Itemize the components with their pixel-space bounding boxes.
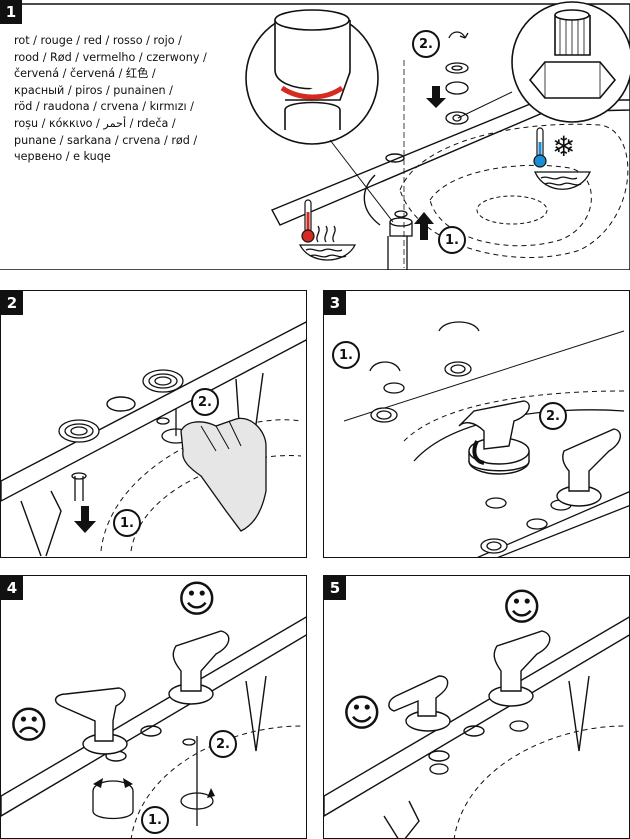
color-line: rood / Rød / vermelho / czerwony / — [14, 50, 207, 64]
color-line: röd / raudona / crvena / kırmızı / — [14, 100, 194, 114]
screw-left — [71, 472, 87, 501]
step-5-illustration — [324, 616, 629, 838]
up-arrow-icon — [414, 212, 434, 240]
color-line: červená / červená / 红色 / — [14, 67, 156, 81]
step-4-callout-1: 1. — [141, 806, 169, 834]
valve-under — [429, 720, 529, 775]
step-2-panel: 2 — [0, 290, 307, 558]
step-3-badge: 3 — [324, 291, 346, 315]
deck-nut-left — [58, 419, 100, 443]
step-5-badge: 5 — [324, 576, 346, 600]
valve-parts — [445, 31, 469, 125]
step-3-callout-1: 1. — [332, 341, 360, 369]
step-4-badge: 4 — [1, 576, 23, 600]
step-4-illustration — [1, 616, 306, 838]
handle-left — [388, 675, 451, 732]
valve-assembly — [387, 60, 413, 270]
happy-face-icon: ☺ — [177, 577, 217, 621]
happy-face-icon: ☺ — [502, 585, 542, 629]
happy-face-icon: ☺ — [342, 691, 382, 735]
down-arrow-icon — [426, 86, 446, 108]
step-1-badge: 1 — [0, 0, 22, 24]
zoom-detail-cold — [457, 1, 630, 123]
thermometer-hot-icon — [301, 199, 315, 243]
step-2-illustration — [1, 321, 306, 557]
deck-nut-right — [142, 369, 184, 393]
red-color-translations: rot / rouge / red / rosso / rojo / rood … — [14, 33, 214, 166]
color-line: червено / e kuqe — [14, 150, 111, 164]
handle-right — [556, 428, 621, 507]
step-1-panel: 1 rot / rouge / red / rosso / rojo / roo… — [0, 0, 630, 270]
step-3-illustration — [343, 321, 629, 557]
color-line: красный / piros / punainen / — [14, 83, 173, 97]
step-2-callout-2: 2. — [191, 388, 219, 416]
step-1-illustration — [0, 1, 630, 270]
deck-nut — [370, 361, 508, 554]
hot-water-bowl-icon — [298, 225, 357, 261]
handle-right — [488, 630, 551, 707]
color-line: rot / rouge / red / rosso / rojo / — [14, 34, 182, 47]
handle-left — [54, 687, 128, 755]
step-3-callout-2: 2. — [539, 402, 567, 430]
hand-icon — [180, 417, 267, 532]
step-4-panel: 4 ☺ ☹ 1. 2. — [0, 575, 307, 839]
color-line: roșu / κόκκινο / أحمر / rdeča / — [14, 116, 176, 130]
step-2-callout-1: 1. — [113, 509, 141, 537]
snowflake-icon: ❄ — [552, 130, 576, 163]
rotate-arrow-icon — [369, 321, 480, 372]
down-arrow-icon — [74, 506, 96, 533]
handle-left — [458, 400, 530, 475]
thermometer-cold-icon — [533, 127, 547, 168]
handle-right — [168, 630, 230, 705]
color-line: punane / sarkana / crvena / rød / — [14, 133, 198, 147]
step-3-panel: 3 — [323, 290, 630, 558]
step-2-badge: 2 — [1, 291, 23, 315]
step-1-callout-2: 2. — [412, 30, 440, 58]
cold-water-bowl-icon — [534, 171, 591, 190]
step-4-callout-2: 2. — [209, 730, 237, 758]
rotate-arrow-icon — [93, 778, 215, 798]
step-1-callout-1: 1. — [438, 226, 466, 254]
sad-face-icon: ☹ — [9, 703, 49, 747]
valve-under — [92, 736, 214, 826]
step-5-panel: 5 ☺ ☺ — [323, 575, 630, 839]
zoom-detail-hot — [245, 9, 394, 223]
